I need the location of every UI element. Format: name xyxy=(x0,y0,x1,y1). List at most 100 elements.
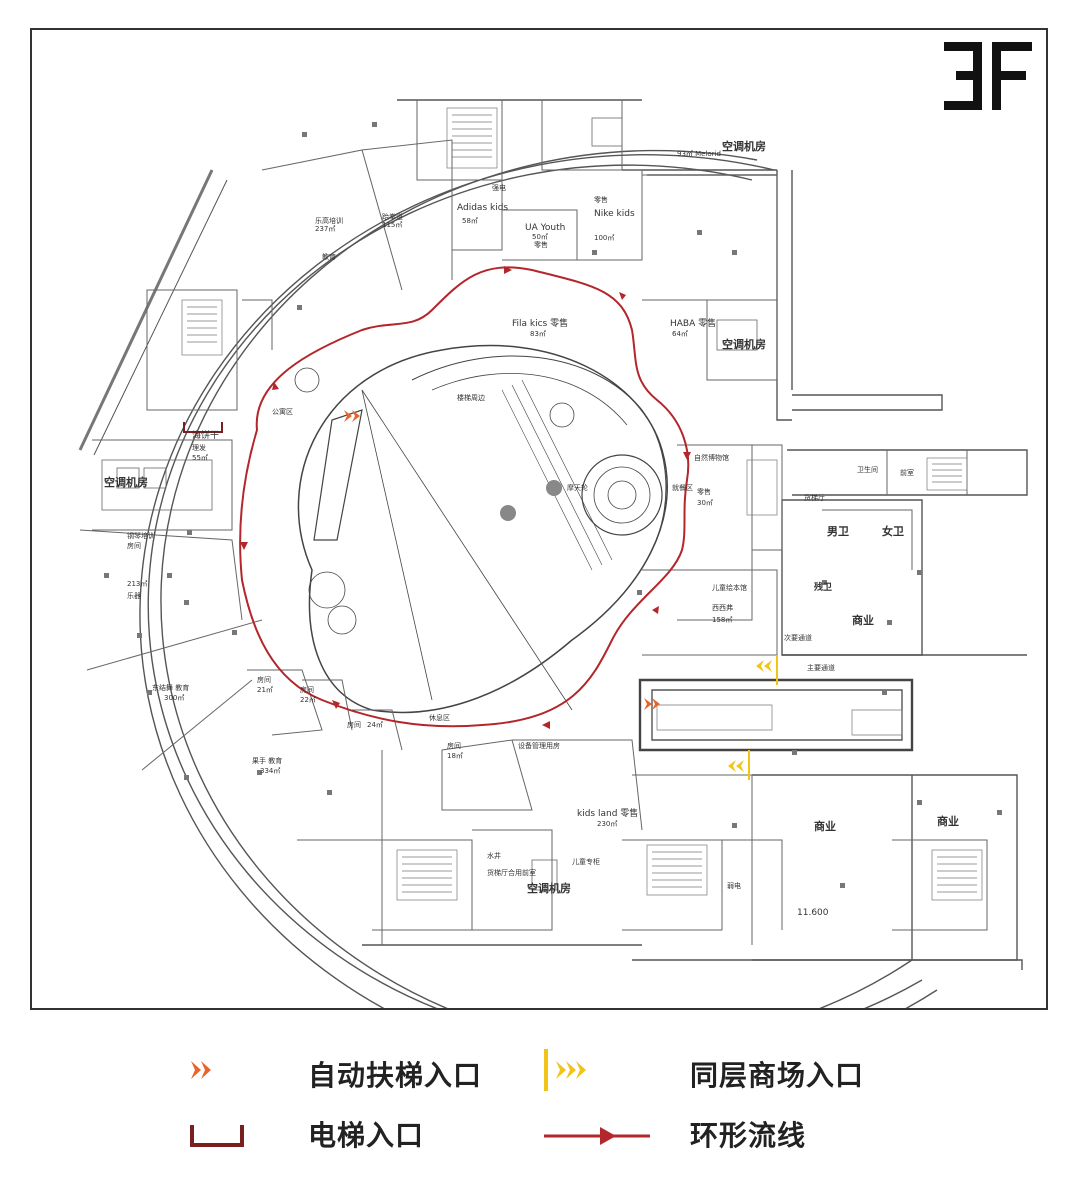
loop-circulation xyxy=(239,266,690,728)
label-hand-area: 334㎡ xyxy=(260,767,280,775)
label-ac-top: 空调机房 xyxy=(722,139,766,153)
label-public-area: 公寓区 xyxy=(272,407,293,416)
label-haibingan: 海饼干 xyxy=(192,429,219,441)
legend-elevator-label: 电梯入口 xyxy=(308,1119,425,1152)
label-small-wc: 残卫 xyxy=(814,581,832,593)
label-room22: 房间 xyxy=(300,685,314,694)
label-music-area: 237㎡ xyxy=(315,225,335,233)
label-female-wc: 女卫 xyxy=(882,524,904,538)
label-dining: 就餐区 xyxy=(672,483,693,492)
legend-loop-label-wrap: 环形流线 xyxy=(690,1114,806,1154)
floor-badge: 3F xyxy=(942,40,1034,112)
label-picture-book: 儿童绘本馆 xyxy=(712,583,747,592)
label-ac-left: 空调机房 xyxy=(104,475,148,489)
hvac-units xyxy=(101,117,758,891)
label-ac-bottom: 空调机房 xyxy=(527,881,571,895)
label-piano-area: 213㎡ xyxy=(127,580,147,588)
label-dance: 东结舞 教育 xyxy=(152,683,189,692)
label-ua-area: 50㎡ xyxy=(532,233,548,241)
label-ac-right: 空调机房 xyxy=(722,337,766,351)
legend-escalator-label: 自动扶梯入口 xyxy=(308,1059,483,1092)
label-room24: 房间 xyxy=(347,720,361,729)
label-main-passage: 主要通道 xyxy=(807,663,835,672)
label-hand: 果手 教育 xyxy=(252,756,282,765)
escalator-entry-icon xyxy=(191,1061,211,1079)
label-commerce-bottom2: 商业 xyxy=(937,814,959,828)
label-haibingan-area: 55㎡ xyxy=(192,454,208,462)
partitions xyxy=(79,100,988,945)
legend-loop-label: 环形流线 xyxy=(690,1119,807,1152)
columns xyxy=(104,122,1002,888)
legend-loop xyxy=(542,1116,654,1156)
label-haba: HABA 零售 xyxy=(670,317,716,329)
label-nike-area: 100㎡ xyxy=(594,234,614,242)
label-piano-type2: 乐器 xyxy=(127,591,141,600)
label-jump: 跆拳道 xyxy=(382,212,403,221)
label-zone-wall: 楼梯周边 xyxy=(457,393,485,402)
legend-same-floor-label: 同层商场入口 xyxy=(690,1059,865,1092)
label-strong-elec: 强电 xyxy=(492,183,506,192)
legend-elevator-label-wrap: 电梯入口 xyxy=(308,1114,424,1154)
label-fila-area: 83㎡ xyxy=(530,330,546,338)
legend-same-floor-label-wrap: 同层商场入口 xyxy=(690,1054,864,1094)
label-room18-area: 18㎡ xyxy=(447,752,463,760)
escalator-entry-marks xyxy=(344,410,660,710)
atrium-dots xyxy=(500,480,562,521)
room-labels: 空调机房 空调机房 空调机房 空调机房 乐高培训 237㎡ 教育 跆拳道 115… xyxy=(104,139,959,918)
label-commerce-bottom1: 商业 xyxy=(814,819,836,833)
label-melorid: 93㎡ Melorid xyxy=(677,150,721,158)
label-music-type: 教育 xyxy=(322,252,336,261)
label-commerce-right: 商业 xyxy=(852,613,874,627)
label-ferris: 摩天轮 xyxy=(567,483,588,492)
legend: 自动扶梯入口 同层商场入口 电梯入口 环形流线 xyxy=(0,1030,1080,1190)
label-cargo-hall: 货梯厅 xyxy=(804,493,825,502)
label-room21-area: 21㎡ xyxy=(257,686,273,694)
label-water-well: 水井 xyxy=(487,851,501,860)
label-picture-book-area: 158㎡ xyxy=(712,616,732,624)
label-dance-area: 300㎡ xyxy=(164,694,184,702)
floor-plan: 空调机房 空调机房 空调机房 空调机房 乐高培训 237㎡ 教育 跆拳道 115… xyxy=(78,99,1028,1008)
label-haibingan-type: 理发 xyxy=(192,443,206,452)
label-nike: Nike kids xyxy=(594,209,635,219)
label-piano-type: 房间 xyxy=(127,541,141,550)
stairwells xyxy=(181,107,983,901)
label-room21: 房间 xyxy=(257,675,271,684)
label-room22-area: 22㎡ xyxy=(300,696,316,704)
legend-escalator-label-wrap: 自动扶梯入口 xyxy=(308,1054,482,1094)
same-floor-entry-icon xyxy=(544,1049,586,1091)
loop-line-icon xyxy=(544,1127,650,1145)
label-jump-area: 115㎡ xyxy=(382,221,402,229)
building-outline xyxy=(78,99,1028,1008)
label-kids-shoes: 儿童专柜 xyxy=(572,857,600,866)
label-music: 乐高培训 xyxy=(315,216,343,225)
label-ua: UA Youth xyxy=(525,223,565,233)
elevator-entry-icon xyxy=(190,1125,244,1147)
label-kidsland: kids land 零售 xyxy=(577,807,638,819)
label-cargo-hall-front: 货梯厅合用前室 xyxy=(487,868,536,877)
floor-plan-frame: 空调机房 空调机房 空调机房 空调机房 乐高培训 237㎡ 教育 跆拳道 115… xyxy=(30,28,1048,1010)
label-elevation: 11.600 xyxy=(797,908,829,918)
label-nike-type: 零售 xyxy=(594,195,608,204)
label-male-wc: 男卫 xyxy=(827,525,849,538)
label-mgmt: 设备管理用房 xyxy=(518,741,560,750)
label-picture-book-type: 西西弗 xyxy=(712,603,733,612)
same-floor-entry-marks xyxy=(728,655,778,780)
label-adidas-area: 58㎡ xyxy=(462,217,478,225)
label-piano: 钢琴培训 xyxy=(127,531,155,540)
label-restroom: 卫生间 xyxy=(857,465,878,474)
floor-badge-graphic xyxy=(944,42,1032,110)
label-fila: Fila kics 零售 xyxy=(512,317,568,329)
label-rest: 休息区 xyxy=(429,713,450,722)
label-museum-type: 零售 xyxy=(697,487,711,496)
legend-elevator xyxy=(188,1116,248,1156)
label-kidsland-area: 230㎡ xyxy=(597,820,617,828)
label-adidas: Adidas kids xyxy=(457,203,508,213)
label-ua-type: 零售 xyxy=(534,240,548,249)
label-room24-area: 24㎡ xyxy=(367,721,383,729)
elevator-marks xyxy=(183,422,223,433)
label-weak-elec: 弱电 xyxy=(727,881,741,890)
legend-same-floor xyxy=(542,1049,592,1091)
label-haba-area: 64㎡ xyxy=(672,330,688,338)
label-museum-area: 30㎡ xyxy=(697,499,713,507)
legend-escalator xyxy=(188,1050,218,1090)
